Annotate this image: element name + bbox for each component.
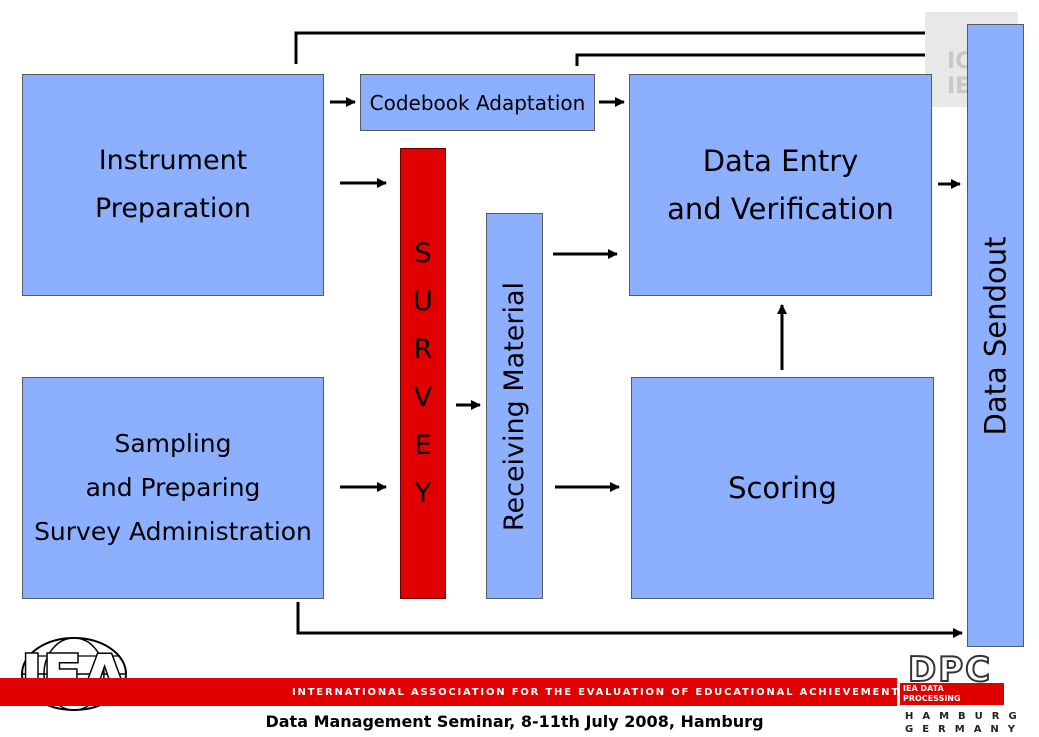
banner-text: INTERNATIONAL ASSOCIATION FOR THE EVALUA… — [292, 686, 900, 698]
box-label: and Verification — [667, 192, 894, 226]
footer-caption: Data Management Seminar, 8-11th July 200… — [265, 712, 764, 731]
survey-letter: V — [413, 381, 433, 413]
survey-letter: E — [414, 429, 432, 461]
dpc-subtitle-line: AND RESEARCH CENTER — [903, 704, 974, 723]
box-label: Preparation — [95, 193, 251, 224]
dpc-logo: DPC IEA DATA PROCESSING AND RESEARCH CEN… — [900, 649, 1030, 736]
dpc-subtitle: IEA DATA PROCESSING AND RESEARCH CENTER — [900, 683, 1004, 723]
arrow-codebook-to-sendout — [575, 50, 963, 66]
box-survey: S U R V E Y — [400, 148, 446, 599]
box-label: and Preparing — [85, 473, 261, 502]
survey-letter: S — [414, 237, 432, 269]
box-instrument-preparation: Instrument Preparation — [22, 74, 324, 296]
box-label: Codebook Adaptation — [369, 90, 586, 115]
box-label: Instrument — [98, 145, 248, 176]
box-label: Scoring — [728, 471, 837, 505]
dpc-city-line: GERMANY — [905, 724, 1025, 735]
box-data-entry: Data Entry and Verification — [629, 74, 932, 296]
box-label: Sampling — [114, 429, 232, 458]
survey-letter: Y — [414, 477, 432, 509]
box-label: Data Entry — [702, 144, 859, 178]
box-scoring: Scoring — [631, 377, 934, 599]
box-label: Data Sendout — [978, 236, 1013, 435]
arrow-sampling-to-sendout — [296, 602, 963, 638]
survey-letter: R — [413, 333, 433, 365]
box-receiving-material: Receiving Material — [486, 213, 543, 599]
survey-letter: U — [413, 285, 433, 317]
box-sampling: Sampling and Preparing Survey Administra… — [22, 377, 324, 599]
box-data-sendout: Data Sendout — [967, 24, 1024, 647]
dpc-subtitle-line: IEA DATA PROCESSING — [903, 684, 961, 703]
banner: INTERNATIONAL ASSOCIATION FOR THE EVALUA… — [0, 678, 900, 706]
dpc-city: HAMBURG GERMANY — [905, 710, 1026, 736]
box-codebook-adaptation: Codebook Adaptation — [360, 74, 595, 131]
box-label: Survey Administration — [34, 517, 312, 546]
box-label: Receiving Material — [499, 281, 530, 531]
arrow-instrument-to-sendout — [294, 28, 963, 64]
dpc-city-line: HAMBURG — [905, 711, 1026, 722]
